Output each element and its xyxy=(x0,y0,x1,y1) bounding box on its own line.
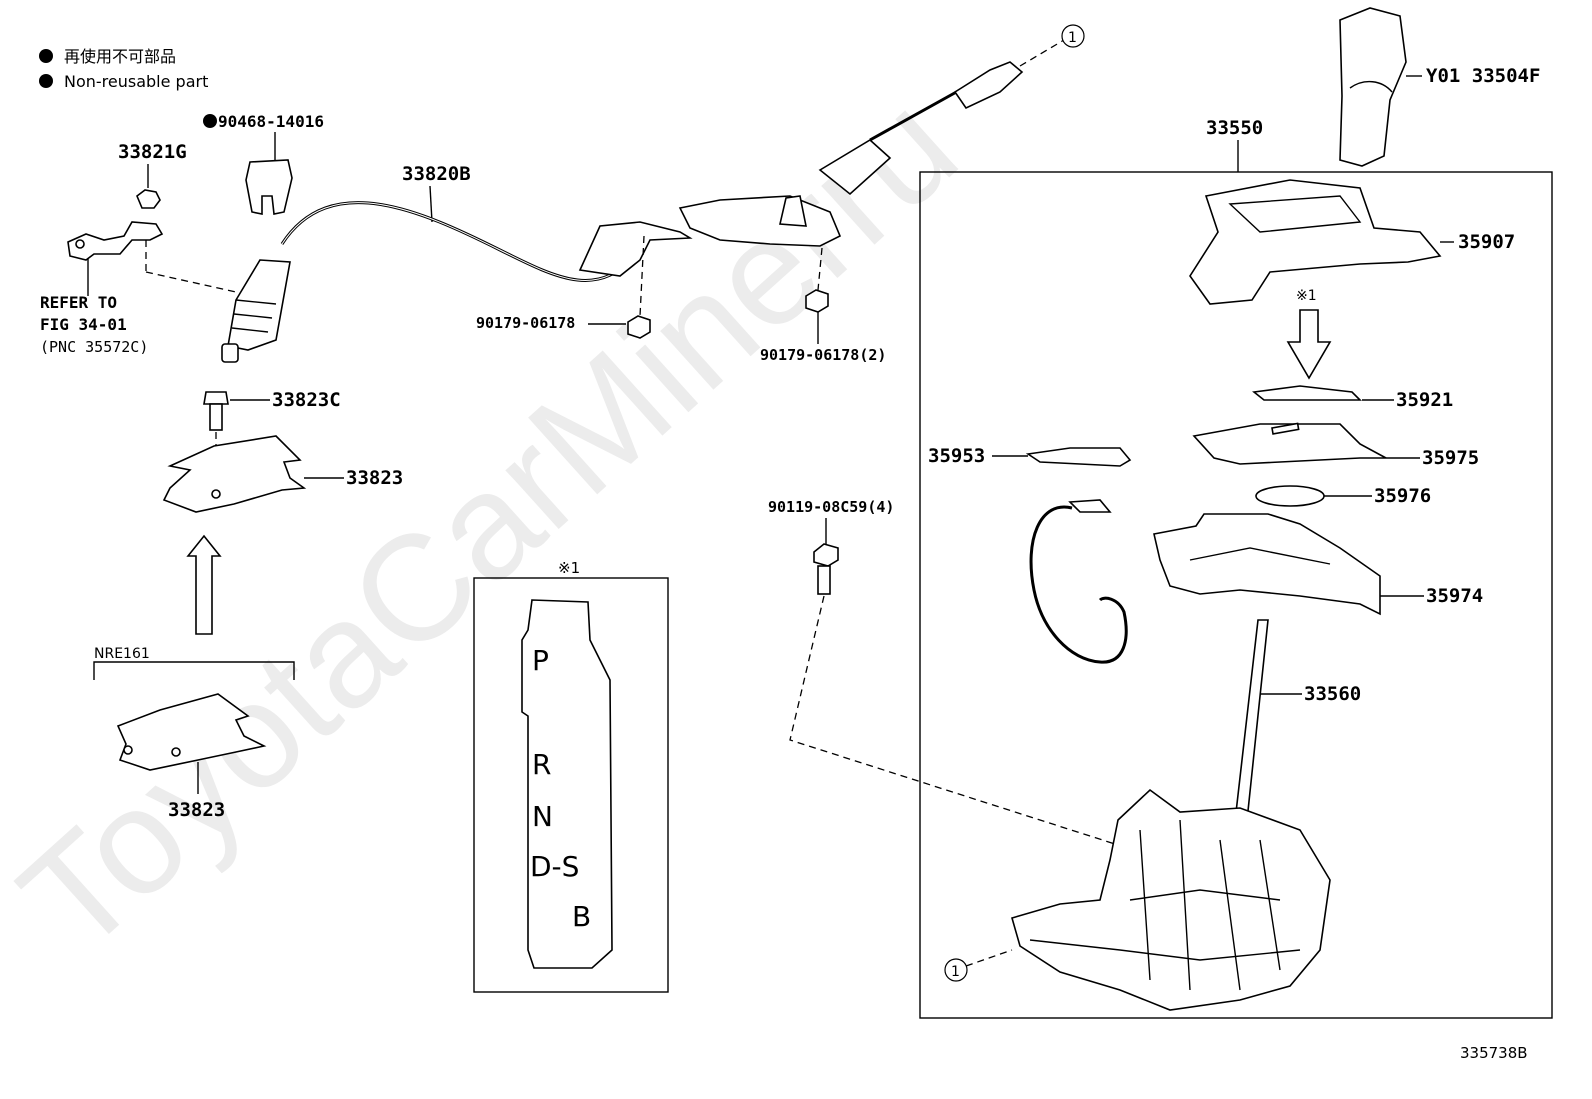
gear-letter-d-s: D-S xyxy=(530,850,579,883)
refer-to-line1: REFER TO xyxy=(40,293,117,312)
part-label-35975[interactable]: 35975 xyxy=(1422,447,1479,469)
part-label-90468-14016[interactable]: 90468-14016 xyxy=(218,112,324,131)
part-label-33550[interactable]: 33550 xyxy=(1206,117,1263,139)
down-arrow-icon: ※1 xyxy=(1286,288,1332,380)
non-reusable-dot-icon xyxy=(39,74,53,88)
nut-90179-b: 90179-06178(2) xyxy=(760,289,886,364)
part-label-33823C[interactable]: 33823C xyxy=(272,389,341,411)
up-arrow-icon xyxy=(186,534,222,635)
callout-mark-gate: ※1 xyxy=(558,559,580,577)
part-label-35921[interactable]: 35921 xyxy=(1396,389,1453,411)
gear-letter-b: B xyxy=(572,900,591,933)
figure-id: 335738B xyxy=(1460,1044,1528,1062)
legend-japanese: 再使用不可部品 xyxy=(64,47,176,66)
gear-letter-p: P xyxy=(532,644,549,677)
part-label-35976[interactable]: 35976 xyxy=(1374,485,1431,507)
shift-gate-panel: ※1 P R N D-S B xyxy=(473,559,669,993)
gear-letter-n: N xyxy=(532,800,553,833)
part-label-35907[interactable]: 35907 xyxy=(1458,231,1515,253)
plate-35921: 35921 xyxy=(1252,385,1453,411)
legend: 再使用不可部品 Non-reusable part xyxy=(39,47,208,91)
part-label-Y01-33504F[interactable]: Y01 33504F xyxy=(1426,65,1540,87)
assembly-33550-box xyxy=(919,171,1553,1019)
wire-harness xyxy=(1029,499,1128,664)
housing-35974: 35974 xyxy=(1153,513,1483,616)
variant-label: NRE161 xyxy=(94,646,150,662)
non-reusable-dot-icon xyxy=(39,49,53,63)
callout-circle-1-bottom xyxy=(944,958,968,982)
refer-to-line3: (PNC 35572C) xyxy=(40,338,148,356)
bracket-33821G: 33821G REFER TO FIG 34-01 (PNC 35572C) xyxy=(40,141,237,356)
part-label-90119-08C59-4[interactable]: 90119-08C59(4) xyxy=(768,498,894,516)
part-label-33820B[interactable]: 33820B xyxy=(402,163,471,185)
bezel-35907: 35907 xyxy=(1189,179,1515,305)
part-label-35974[interactable]: 35974 xyxy=(1426,585,1483,607)
gear-letter-r: R xyxy=(532,748,551,781)
shift-knob: Y01 33504F xyxy=(1339,7,1540,167)
shift-cable-33820B: 33820B 1 xyxy=(221,24,1085,363)
callout-mark-assembly: ※1 xyxy=(1296,288,1317,304)
clip-90468: 90468-14016 xyxy=(203,112,324,215)
part-label-90179-06178-2[interactable]: 90179-06178(2) xyxy=(760,346,886,364)
shift-base: 1 xyxy=(944,788,1331,1011)
nut-90179-a: 90179-06178 xyxy=(476,314,651,339)
part-label-33821G[interactable]: 33821G xyxy=(118,141,187,163)
variant-nre161: NRE161 33823 xyxy=(93,646,295,821)
disc-35976: 35976 xyxy=(1255,485,1431,507)
part-label-35953[interactable]: 35953 xyxy=(928,445,985,467)
shutter-35975: 35975 xyxy=(1192,422,1479,469)
part-label-90179-06178[interactable]: 90179-06178 xyxy=(476,314,575,332)
callout-circle-1-top xyxy=(1061,24,1085,48)
part-label-33823-top[interactable]: 33823 xyxy=(346,467,403,489)
callout-circle-text: 1 xyxy=(1068,30,1077,46)
plate-35953: 35953 xyxy=(928,445,1132,467)
refer-to-line2: FIG 34-01 xyxy=(40,315,127,334)
legend-english: Non-reusable part xyxy=(64,72,208,91)
non-reusable-dot-icon xyxy=(203,114,217,128)
lever-33560: 33560 xyxy=(1233,619,1361,831)
part-label-33560[interactable]: 33560 xyxy=(1304,683,1361,705)
callout-circle-text: 1 xyxy=(951,964,960,980)
bracket-33823-top: 33823 xyxy=(162,435,403,513)
part-label-33823-bottom[interactable]: 33823 xyxy=(168,799,225,821)
